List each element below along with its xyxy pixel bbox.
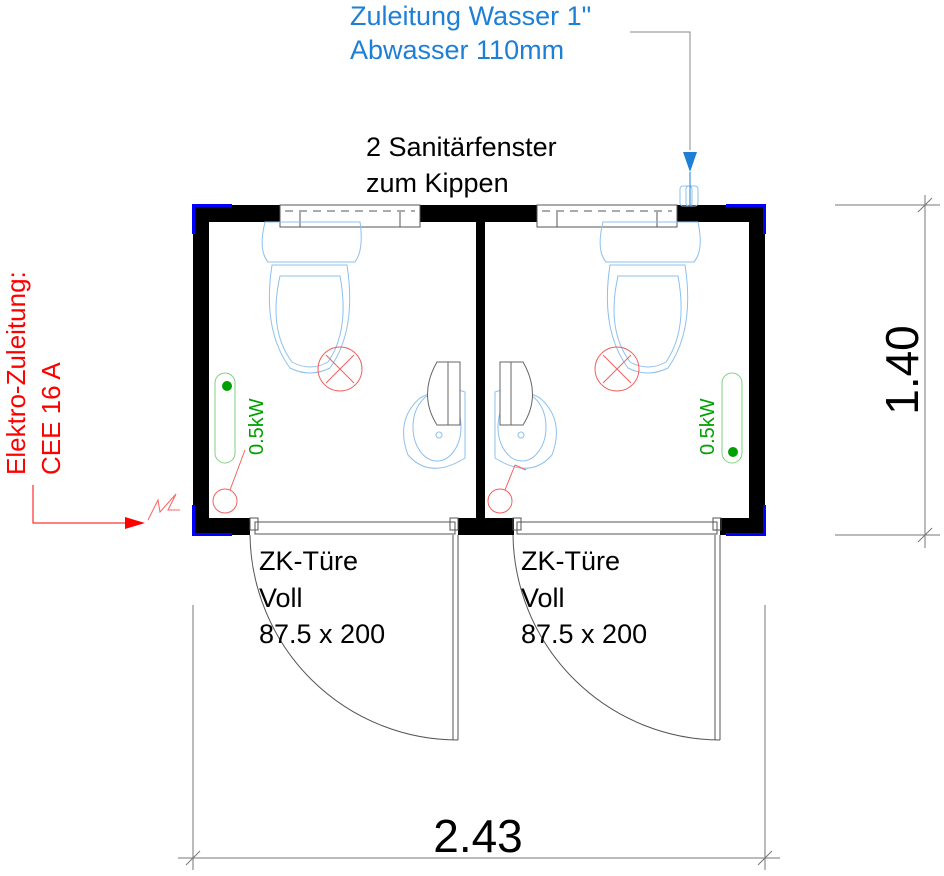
- heater-right: [721, 372, 743, 464]
- heater-left-label: 0.5kW: [246, 398, 268, 455]
- sink-left: [403, 361, 466, 469]
- socket-right: [487, 464, 527, 514]
- wall-corners: [192, 204, 766, 536]
- door-left[interactable]: [249, 517, 459, 741]
- wastewater-label: Abwasser 110mm: [350, 35, 564, 65]
- water-leader-line: [630, 31, 691, 150]
- toilet-right: [599, 221, 701, 374]
- door-left-fill: Voll: [259, 583, 303, 613]
- electric-connection-icon: [147, 493, 180, 521]
- electric-label-line1: Elektro-Zuleitung:: [1, 271, 31, 475]
- electric-arrow-icon: [125, 517, 145, 529]
- dimension-depth: [835, 195, 940, 548]
- water-pipe: [679, 172, 699, 207]
- door-right-label: ZK-Türe Voll 87.5 x 200: [521, 546, 647, 649]
- sink-right: [494, 361, 557, 469]
- door-right-fill: Voll: [521, 583, 565, 613]
- toilet-left: [261, 221, 362, 374]
- door-left-label: ZK-Türe Voll 87.5 x 200: [259, 546, 385, 649]
- water-supply-label: Zuleitung Wasser 1": [350, 1, 591, 31]
- heater-left: [214, 372, 236, 464]
- water-arrow-icon: [683, 152, 697, 172]
- window-label-line1: 2 Sanitärfenster: [366, 132, 557, 162]
- door-left-size: 87.5 x 200: [259, 619, 385, 649]
- heater-right-label: 0.5kW: [697, 398, 719, 455]
- window-right[interactable]: [536, 204, 678, 228]
- window-left[interactable]: [279, 204, 421, 228]
- door-right-type: ZK-Türe: [521, 546, 620, 576]
- electric-label-line2: CEE 16 A: [36, 362, 66, 475]
- window-label-line2: zum Kippen: [366, 168, 509, 198]
- floor-drain-left: [317, 346, 363, 392]
- door-right-size: 87.5 x 200: [521, 619, 647, 649]
- dimension-depth-label: 1.40: [876, 325, 928, 415]
- door-left-type: ZK-Türe: [259, 546, 358, 576]
- socket-left: [212, 449, 246, 514]
- dimension-width-label: 2.43: [433, 810, 523, 862]
- electric-leader-line: [32, 485, 125, 524]
- dimension-width: [178, 605, 780, 870]
- walls: [193, 205, 765, 535]
- floor-drain-right: [594, 346, 640, 392]
- door-right[interactable]: [512, 517, 722, 741]
